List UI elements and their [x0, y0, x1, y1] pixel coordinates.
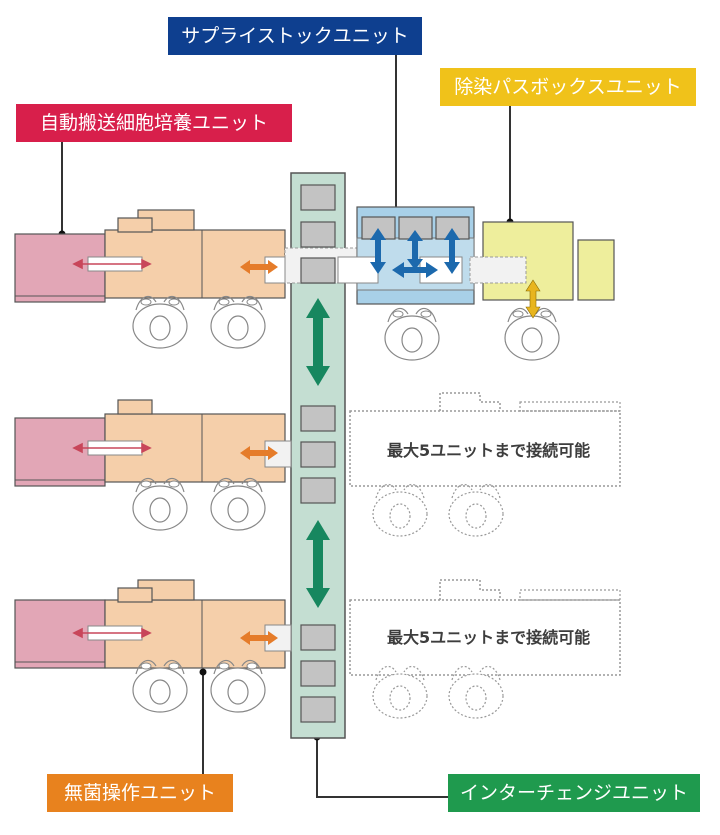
interchange-arrow-1: [306, 298, 330, 386]
row-3: [14, 579, 621, 719]
label-passbox-unit: 除染パスボックスユニット: [440, 68, 696, 106]
interchange-arrow-2: [306, 520, 330, 608]
label-supply-stock-unit: サプライストックユニット: [168, 17, 422, 55]
leader-lines: [61, 54, 511, 798]
label-aseptic-unit: 無菌操作ユニット: [47, 774, 233, 812]
expansion-note-row2: 最大5ユニットまで接続可能: [387, 441, 590, 460]
label-interchange-unit: インターチェンジユニット: [448, 774, 700, 812]
transfer-arrows: [72, 228, 541, 645]
expansion-note-row3: 最大5ユニットまで接続可能: [387, 628, 590, 647]
label-auto-culture-unit: 自動搬送細胞培養ユニット: [16, 104, 292, 142]
